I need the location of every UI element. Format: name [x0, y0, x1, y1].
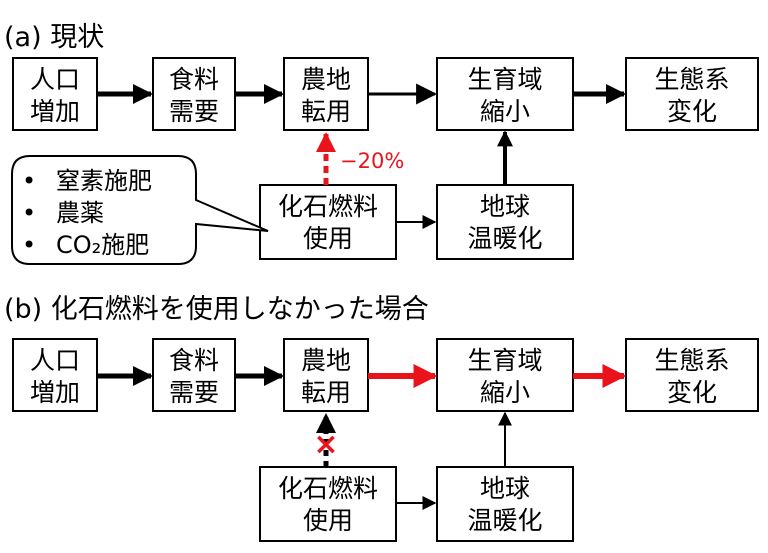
node-ecosystem-b-line2: 変化 [667, 378, 717, 407]
node-ecosystem-b: 生態系 変化 [625, 338, 759, 412]
node-habitat-b-line2: 縮小 [480, 378, 530, 407]
node-land-a-line1: 農地 [301, 65, 351, 94]
callout-bullet-3: • [22, 231, 36, 259]
node-land-a: 農地 転用 [283, 57, 369, 131]
node-habitat-a-line1: 生育域 [467, 65, 542, 94]
node-fossil-b: 化石燃料 使用 [259, 466, 397, 542]
node-fossil-b-line1: 化石燃料 [278, 474, 378, 503]
callout-item-1: 窒素施肥 [56, 167, 152, 195]
panel-b: (b) 化石燃料を使用しなかった場合 人口 増加 食料 需要 農地 転用 生育域… [4, 294, 759, 542]
node-food-b-line1: 食料 [169, 346, 219, 375]
node-warming-a-line2: 温暖化 [467, 224, 542, 253]
node-habitat-b-line1: 生育域 [467, 346, 542, 375]
node-warming-b: 地球 温暖化 [436, 466, 574, 542]
node-habitat-a-line2: 縮小 [480, 97, 530, 126]
node-warming-a: 地球 温暖化 [436, 184, 574, 260]
panel-b-title: (b) 化石燃料を使用しなかった場合 [4, 294, 429, 325]
node-ecosystem-a-line2: 変化 [667, 97, 717, 126]
node-fossil-a-line1: 化石燃料 [278, 192, 378, 221]
node-fossil-a-line2: 使用 [303, 224, 353, 253]
node-land-a-line2: 転用 [301, 97, 351, 126]
node-population-b: 人口 増加 [12, 338, 98, 412]
node-population-b-line1: 人口 [30, 346, 80, 375]
panel-a-title: (a) 現状 [4, 22, 104, 53]
node-fossil-b-line2: 使用 [303, 506, 353, 535]
node-ecosystem-a-line1: 生態系 [654, 65, 729, 94]
node-warming-b-line2: 温暖化 [467, 506, 542, 535]
callout-bubble [11, 155, 269, 265]
blocked-mark-icon: × [313, 427, 338, 462]
callout-item-2: 農薬 [56, 199, 104, 227]
node-population-a-line1: 人口 [30, 65, 80, 94]
node-habitat-b: 生育域 縮小 [436, 338, 574, 412]
node-warming-b-line1: 地球 [480, 474, 530, 503]
node-population-a: 人口 増加 [12, 57, 98, 131]
node-warming-a-line1: 地球 [480, 192, 530, 221]
callout-list: • 窒素施肥 • 農薬 • CO₂施肥 [22, 167, 152, 259]
callout-bullet-2: • [22, 199, 36, 227]
node-ecosystem-a: 生態系 変化 [625, 57, 759, 131]
node-land-b: 農地 転用 [283, 338, 369, 412]
reduction-label: −20% [340, 149, 404, 173]
node-habitat-a: 生育域 縮小 [436, 57, 574, 131]
panel-a: (a) 現状 人口 増加 食料 需要 農地 転用 生育域 縮小 生態系 変化 [4, 22, 759, 265]
node-food-a: 食料 需要 [152, 57, 236, 131]
node-land-b-line2: 転用 [301, 378, 351, 407]
callout-bullet-1: • [22, 167, 36, 195]
node-fossil-a: 化石燃料 使用 [259, 184, 397, 260]
node-population-a-line2: 増加 [30, 97, 80, 126]
node-food-b: 食料 需要 [152, 338, 236, 412]
callout-item-3: CO₂施肥 [56, 231, 149, 259]
node-food-b-line2: 需要 [169, 378, 219, 407]
node-food-a-line2: 需要 [169, 97, 219, 126]
node-population-b-line2: 増加 [30, 378, 80, 407]
node-ecosystem-b-line1: 生態系 [654, 346, 729, 375]
node-land-b-line1: 農地 [301, 346, 351, 375]
node-food-a-line1: 食料 [169, 65, 219, 94]
